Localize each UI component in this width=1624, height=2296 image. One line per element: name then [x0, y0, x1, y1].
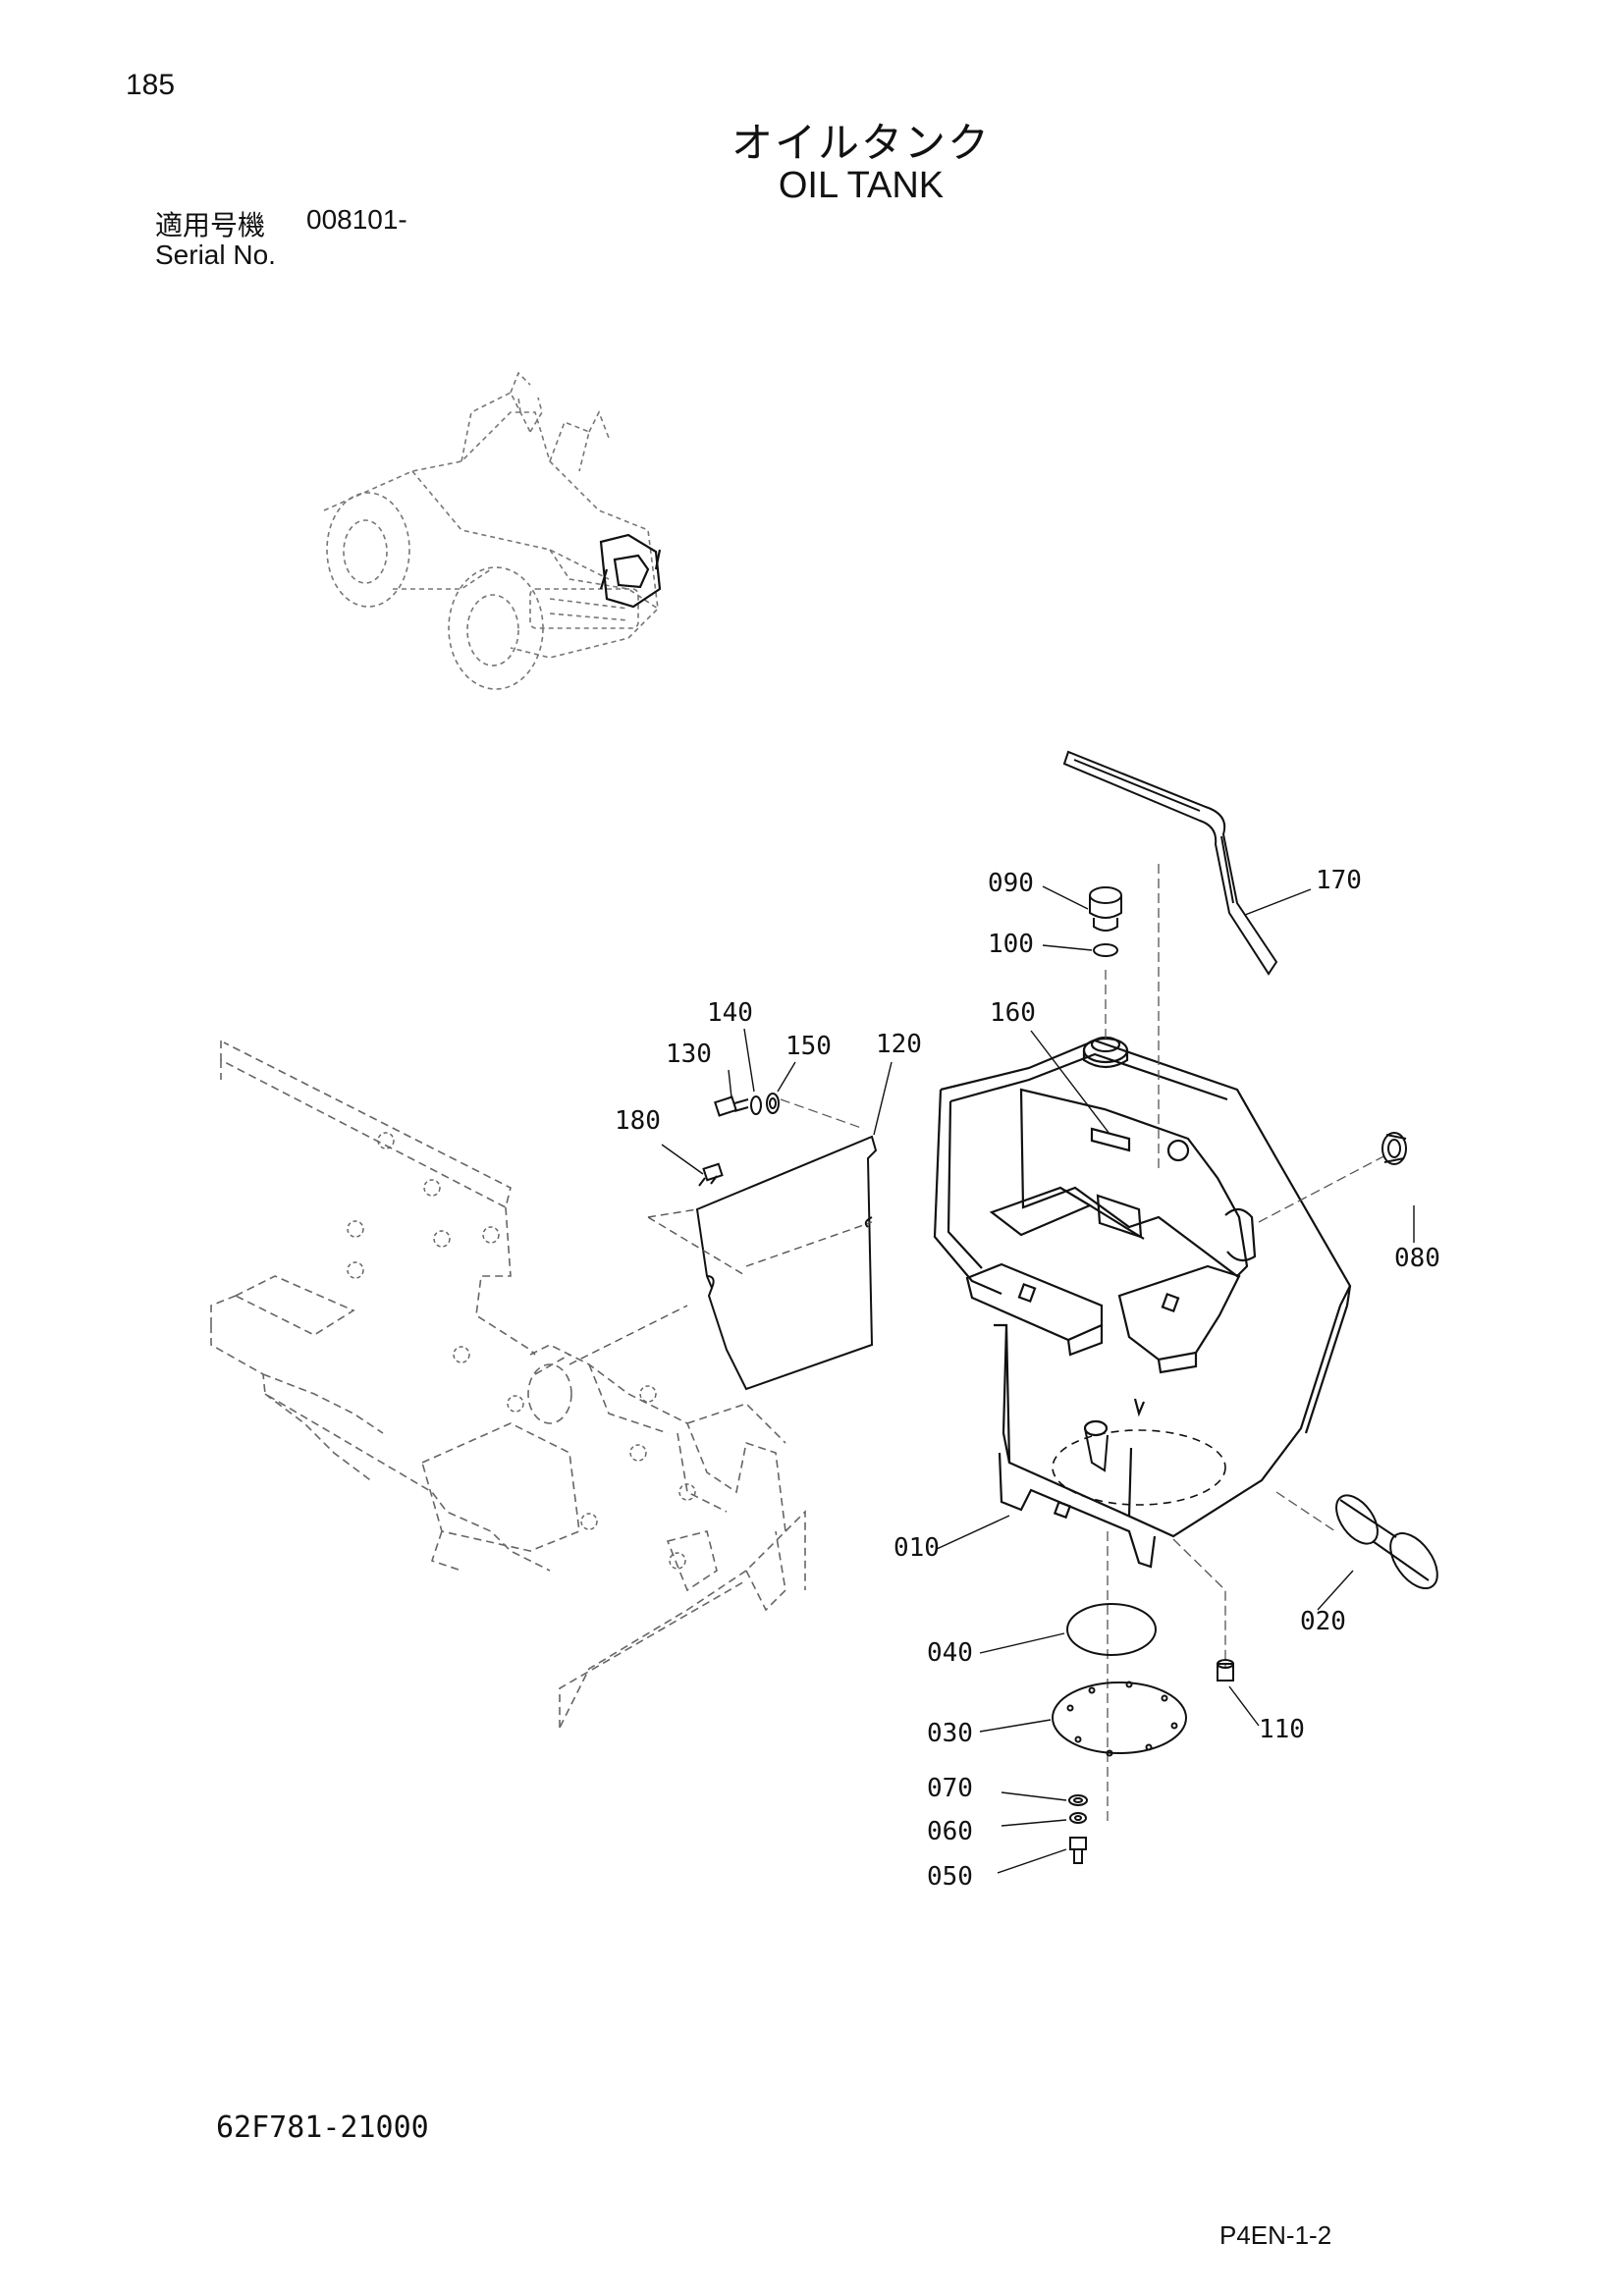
page-title-japanese: オイルタンク [731, 119, 991, 167]
part-030-bottom-cover [1052, 1681, 1187, 1757]
callout-020: 020 [1300, 1607, 1346, 1636]
part-callout-labels: 090 100 170 160 140 130 150 120 180 080 … [615, 866, 1440, 1892]
part-010-oil-tank [933, 1036, 1352, 1569]
callout-050: 050 [927, 1862, 973, 1892]
callout-150: 150 [785, 1032, 832, 1061]
serial-number-value: 008101- [306, 204, 407, 235]
part-080-plug [1381, 1132, 1407, 1165]
part-120-cover-plate [695, 1135, 878, 1391]
callout-090: 090 [988, 869, 1034, 898]
part-140-washer [750, 1095, 762, 1115]
part-130-bolt [714, 1095, 749, 1117]
callout-leader-lines [661, 885, 1415, 1874]
callout-110: 110 [1259, 1715, 1305, 1744]
callout-060: 060 [927, 1817, 973, 1846]
fastener-axis-line [780, 1098, 865, 1130]
part-150-washer [766, 1093, 780, 1114]
callout-160: 160 [990, 998, 1036, 1028]
frame-bolt-heads [347, 1132, 696, 1570]
callout-040: 040 [927, 1638, 973, 1668]
callout-030: 030 [927, 1719, 973, 1748]
assembly-axis-lines [1105, 864, 1390, 1826]
drawing-number: 62F781-21000 [216, 2110, 429, 2145]
machine-locator-thumbnail [323, 371, 659, 690]
footer-page-code: P4EN-1-2 [1219, 2220, 1332, 2250]
part-020-strainer [1335, 1494, 1438, 1589]
part-050-bolt [1069, 1837, 1087, 1864]
serial-label-english: Serial No. [155, 240, 276, 270]
callout-140: 140 [707, 998, 753, 1028]
cover-dashed-guides [568, 1208, 873, 1365]
callout-100: 100 [988, 930, 1034, 959]
page-title-english: OIL TANK [778, 165, 945, 206]
callout-070: 070 [927, 1774, 973, 1803]
callout-120: 120 [876, 1030, 922, 1059]
part-180-bolt [698, 1162, 724, 1187]
part-170-seal-strip [1062, 750, 1278, 976]
part-060-washer [1069, 1812, 1087, 1824]
callout-180: 180 [615, 1106, 661, 1136]
machine-frame-outline [210, 1041, 806, 1729]
part-110-drain-plug [1217, 1659, 1234, 1682]
callout-080: 080 [1394, 1244, 1440, 1273]
page-number: 185 [126, 69, 176, 101]
callout-170: 170 [1316, 866, 1362, 895]
part-100-o-ring [1093, 943, 1118, 957]
part-090-filler-cap [1089, 886, 1122, 932]
callout-130: 130 [666, 1040, 712, 1069]
callout-010: 010 [893, 1533, 940, 1563]
locator-highlight-oil-tank [599, 533, 662, 609]
part-070-washer [1068, 1794, 1088, 1806]
serial-label-japanese: 適用号機 [155, 209, 266, 241]
part-040-gasket [1066, 1603, 1157, 1656]
